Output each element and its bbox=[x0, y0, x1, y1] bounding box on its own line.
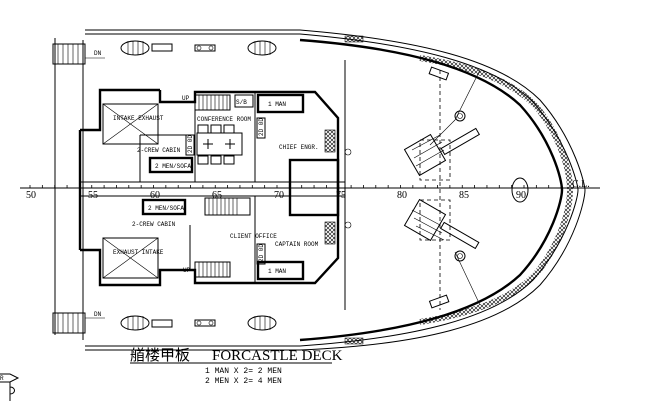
svg-text:2 MEN/SOFA: 2 MEN/SOFA bbox=[148, 205, 184, 212]
svg-text:R: R bbox=[0, 375, 4, 382]
stair-dn-lower: DN bbox=[52, 311, 105, 334]
stair-up-upper: UP bbox=[182, 94, 231, 111]
deckhouse bbox=[78, 88, 345, 287]
windlass-lower bbox=[403, 198, 481, 306]
room-client-office: CLIENT OFFICE bbox=[230, 233, 277, 240]
intake-exhaust-label: INTAKE EXHAUST bbox=[113, 115, 164, 122]
svg-text:2D 0D: 2D 0D bbox=[258, 244, 265, 262]
note-2: 2 MEN X 2= 4 MEN bbox=[205, 377, 282, 386]
title-block: 艏楼甲板 FORCASTLE DECK 1 MAN X 2= 2 MEN 2 M… bbox=[130, 346, 343, 386]
svg-text:2D 0D: 2D 0D bbox=[187, 135, 194, 153]
stair-dn-upper: DN bbox=[52, 43, 105, 65]
room-conference: CONFERENCE ROOM bbox=[197, 116, 251, 123]
room-crew-cabin-upper: 2-CREW CABIN bbox=[137, 147, 181, 154]
berth-2men-upper: 2 MEN/SOFA bbox=[148, 156, 194, 174]
svg-text:S/B: S/B bbox=[236, 99, 247, 106]
title-cn: 艏楼甲板 bbox=[130, 346, 190, 364]
berth-1man-upper: 1 MAN bbox=[256, 93, 305, 114]
intake-exhaust-upper: INTAKE EXHAUST bbox=[102, 103, 164, 145]
conference-table bbox=[196, 124, 243, 165]
hull-outline bbox=[54, 29, 586, 351]
svg-text:1 MAN: 1 MAN bbox=[268, 268, 286, 275]
sb-box: S/B bbox=[234, 94, 254, 108]
centerline-label: C.L. bbox=[572, 179, 590, 190]
frame-90: 90 bbox=[516, 190, 526, 201]
legend-fragment: R bbox=[0, 373, 20, 401]
dn-label: DN bbox=[94, 311, 102, 318]
wardrobes: 2D 0D 2D 0D 2D 0D bbox=[185, 117, 266, 265]
exhaust-intake-label: EXHAUST INTAKE bbox=[113, 249, 164, 256]
deck-fittings bbox=[120, 40, 466, 331]
up-label: UP bbox=[182, 95, 190, 102]
berth-2men-lower: 2 MEN/SOFA bbox=[141, 198, 187, 216]
berth-1man-lower: 1 MAN bbox=[256, 260, 305, 281]
exhaust-intake-lower: EXHAUST INTAKE bbox=[102, 237, 164, 279]
stair-up-lower: UP bbox=[183, 261, 231, 278]
frame-50: 50 bbox=[26, 190, 36, 201]
hawse-pipe bbox=[511, 177, 529, 203]
frame-80: 80 bbox=[397, 190, 407, 201]
svg-text:1 MAN: 1 MAN bbox=[268, 101, 286, 108]
room-crew-cabin-lower: 2-CREW CABIN bbox=[132, 221, 176, 228]
svg-text:2D 0D: 2D 0D bbox=[258, 118, 265, 136]
svg-text:2 MEN/SOFA: 2 MEN/SOFA bbox=[155, 163, 191, 170]
dn-label: DN bbox=[94, 50, 102, 57]
stair-internal bbox=[204, 197, 251, 216]
room-chief-engr: CHIEF ENGR. bbox=[279, 144, 319, 151]
room-captain: CAPTAIN ROOM bbox=[275, 241, 319, 248]
up-label: UP bbox=[183, 267, 191, 274]
column-upper bbox=[324, 129, 336, 153]
column-lower bbox=[324, 221, 336, 245]
note-1: 1 MAN X 2= 2 MEN bbox=[205, 367, 282, 376]
windlass-upper bbox=[403, 69, 481, 181]
title-en: FORCASTLE DECK bbox=[212, 348, 343, 364]
frame-85: 85 bbox=[459, 190, 469, 201]
